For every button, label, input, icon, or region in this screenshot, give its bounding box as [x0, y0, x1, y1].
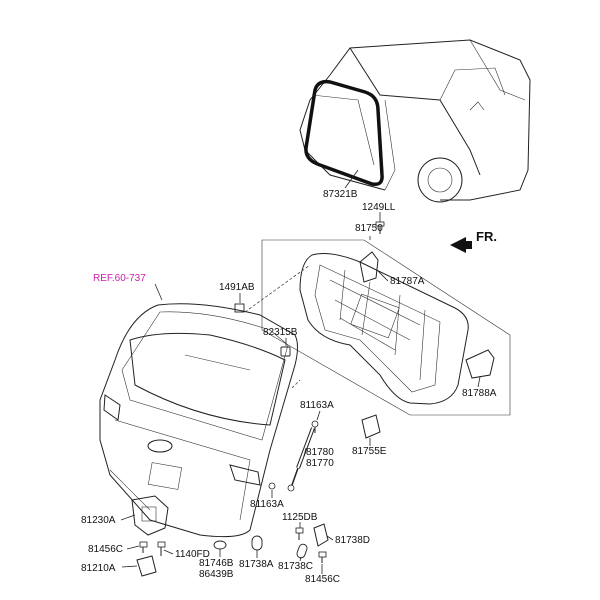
latch-81230A — [131, 495, 169, 536]
label-81788A: 81788A — [462, 388, 497, 399]
leader-81210A — [121, 565, 138, 568]
label-82315B: 82315B — [263, 327, 298, 338]
dash-line-2 — [291, 379, 301, 389]
label-1491AB: 1491AB — [219, 282, 255, 293]
leader-81738D — [326, 535, 334, 541]
label-81787A: 81787A — [390, 276, 425, 287]
leader-81788A — [477, 376, 481, 388]
label-81770: 81770 — [306, 458, 334, 469]
fr-arrow-icon — [450, 237, 472, 253]
clip-1491AB — [234, 303, 245, 313]
leader-81787A — [376, 269, 389, 282]
label-86439B: 86439B — [199, 569, 234, 580]
ref-label: REF.60-737 — [93, 273, 146, 284]
label-1140FD: 1140FD — [175, 549, 210, 560]
cover-81788A — [465, 349, 495, 379]
ball-stud-81163A-bottom — [268, 482, 295, 492]
gas-strut-81780 — [291, 427, 315, 486]
cover-81787A — [359, 251, 379, 283]
bolt-81456C-right — [318, 551, 327, 563]
leader-81456C-left — [126, 545, 140, 550]
label-87321B: 87321B — [323, 189, 358, 200]
leader-81230A — [120, 514, 136, 521]
clip-82315B — [280, 346, 291, 357]
leader-81780 — [303, 447, 307, 457]
ball-stud-81163A-top — [311, 420, 319, 433]
label-81163A-top: 81163A — [300, 400, 334, 411]
leader-81163A-top — [316, 410, 321, 421]
label-1249LL: 1249LL — [362, 202, 396, 213]
bolt-1125DB — [295, 527, 304, 540]
tailgate-weatherstrip-87321B — [304, 79, 384, 187]
tailgate-panel — [99, 303, 298, 538]
label-81456C-left: 81456C — [88, 544, 123, 555]
bolt-1140FD — [157, 541, 166, 556]
dash-line-1 — [244, 264, 311, 313]
label-81163A-bottom: 81163A — [250, 499, 284, 510]
vehicle-rear-illustration — [299, 39, 531, 203]
label-81738C: 81738C — [278, 561, 313, 572]
label-81456C-right: 81456C — [305, 574, 340, 585]
fr-label: FR. — [476, 229, 497, 244]
bolt-81456C-left — [139, 541, 148, 553]
bolt-1249LL — [375, 221, 385, 234]
leader-1140FD — [163, 549, 174, 555]
label-81738D: 81738D — [335, 535, 370, 546]
label-81738A: 81738A — [239, 559, 274, 570]
leader-ref — [154, 283, 163, 301]
bumper-81755E — [361, 414, 381, 439]
label-81746B: 81746B — [199, 558, 234, 569]
tailgate-trim-panel-81750 — [299, 253, 469, 405]
bumper-81738A — [251, 535, 263, 551]
bumper-81738D — [313, 523, 329, 547]
label-81210A: 81210A — [81, 563, 116, 574]
leader-81738C — [299, 556, 302, 562]
label-81230A: 81230A — [81, 515, 116, 526]
bumper-81738C — [296, 543, 308, 559]
striker-81210A — [136, 555, 157, 577]
trim-callout-box — [261, 239, 511, 416]
cap-81746B — [213, 540, 227, 550]
leader-87321B — [344, 169, 359, 189]
label-81780: 81780 — [306, 447, 334, 458]
label-81755E: 81755E — [352, 446, 387, 457]
label-1125DB: 1125DB — [282, 512, 318, 523]
front-direction-indicator: FR. — [450, 229, 497, 253]
label-81750: 81750 — [355, 223, 383, 234]
